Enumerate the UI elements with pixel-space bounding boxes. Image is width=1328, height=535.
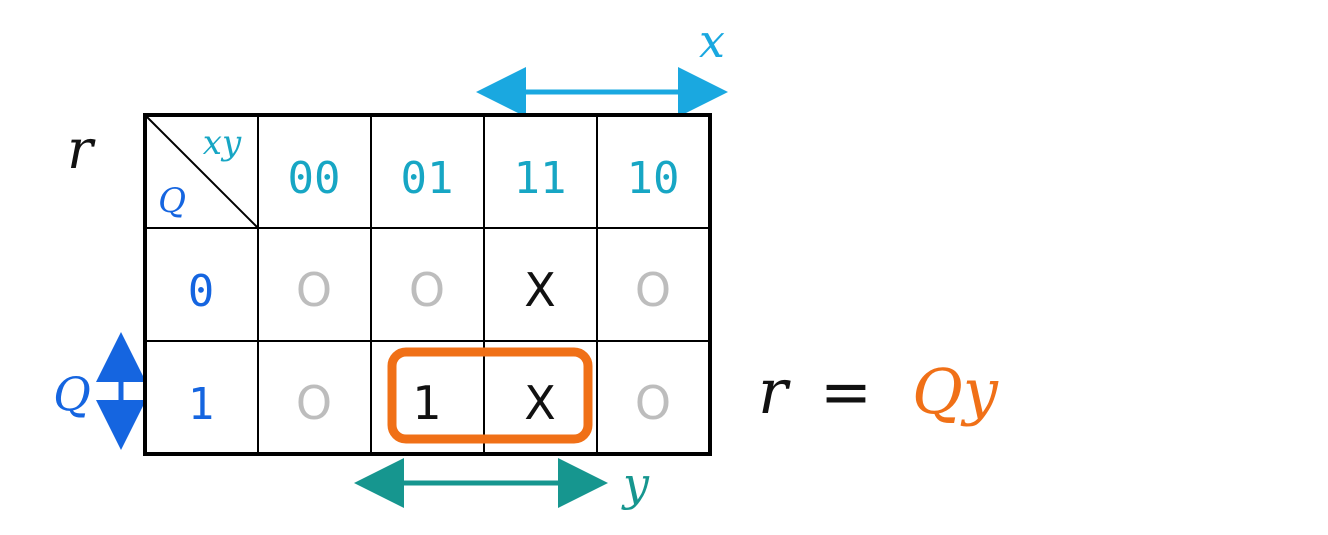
corner-col-vars: xy [203,123,242,163]
x-span-label: x [699,14,725,68]
equation-rhs: Qy [912,355,999,428]
cell-0-00: O [296,263,332,317]
corner-diagonal [144,114,259,229]
corner-row-var: Q [158,181,186,221]
col-header-00: 00 [288,153,341,204]
row-header-1: 1 [188,379,215,430]
row-header-0: 0 [188,266,215,317]
q-span-label: Q [53,367,91,421]
cell-1-00: O [296,376,332,430]
cell-1-10: O [635,376,671,430]
y-span-label: y [621,457,650,511]
cell-0-01: O [409,263,445,317]
equation-eq: = [820,355,872,428]
kmap-grid [143,113,712,456]
col-header-11: 11 [514,153,567,204]
group-loop [387,347,593,444]
col-header-10: 10 [627,153,680,204]
output-var-label: r [67,118,96,181]
col-header-01: 01 [401,153,454,204]
cell-0-11: X [524,263,556,317]
equation-lhs: r [758,355,791,428]
cell-1-01: 1 [412,376,441,430]
cell-1-11: X [524,376,556,430]
cell-0-10: O [635,263,671,317]
